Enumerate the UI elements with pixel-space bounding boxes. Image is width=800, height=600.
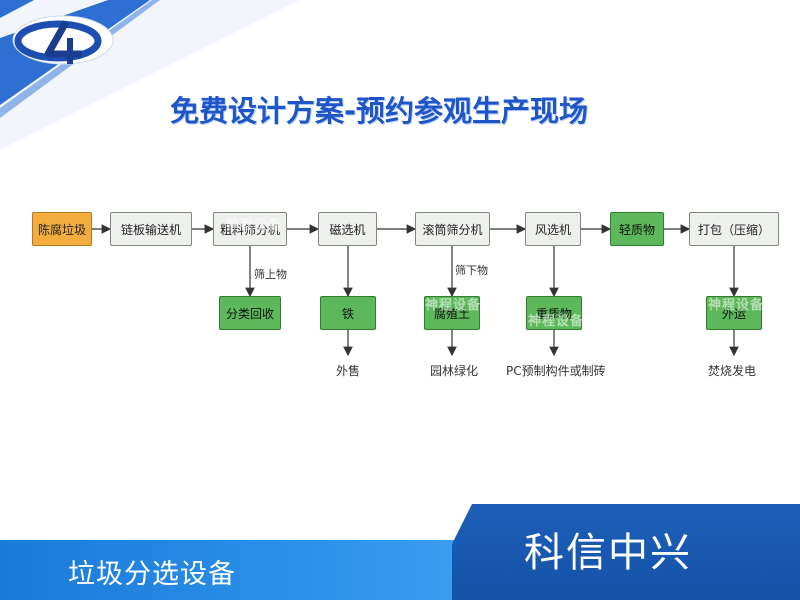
label-landscaping: 园林绿化 (430, 364, 479, 378)
node-trommel-screen: 滚筒筛分机 (415, 212, 490, 246)
node-light-material: 轻质物 (610, 212, 664, 246)
node-coarse-screen: 粗料筛分机 (213, 212, 287, 246)
company-logo-icon (12, 15, 114, 65)
footer-left-band (0, 540, 468, 600)
node-heavy-material: 重质物 (526, 296, 582, 330)
node-iron: 铁 (320, 296, 376, 330)
footer-left-title: 垃圾分选设备 (68, 559, 236, 590)
label-precast-bricks: PC预制构件或制砖 (506, 364, 606, 378)
label-sale: 外售 (336, 364, 361, 378)
node-air-separator: 风选机 (525, 212, 581, 246)
label-incineration-power: 焚烧发电 (708, 364, 757, 378)
page-headline: 免费设计方案-预约参观生产现场 (170, 94, 589, 128)
node-baling: 打包（压缩） (689, 212, 779, 246)
node-humus: 腐殖土 (424, 296, 480, 330)
node-raw-garbage: 陈腐垃圾 (32, 212, 92, 246)
node-chain-conveyor: 链板输送机 (110, 212, 192, 246)
footer-right-title: 科信中兴 (524, 530, 692, 576)
node-sorting-recovery: 分类回收 (219, 296, 281, 330)
label-undersize: 筛下物 (455, 264, 488, 277)
node-magnetic-separator: 磁选机 (318, 212, 377, 246)
label-oversize: 筛上物 (254, 268, 287, 281)
footer-right-band (452, 504, 800, 600)
node-transport-out: 外运 (706, 296, 762, 330)
